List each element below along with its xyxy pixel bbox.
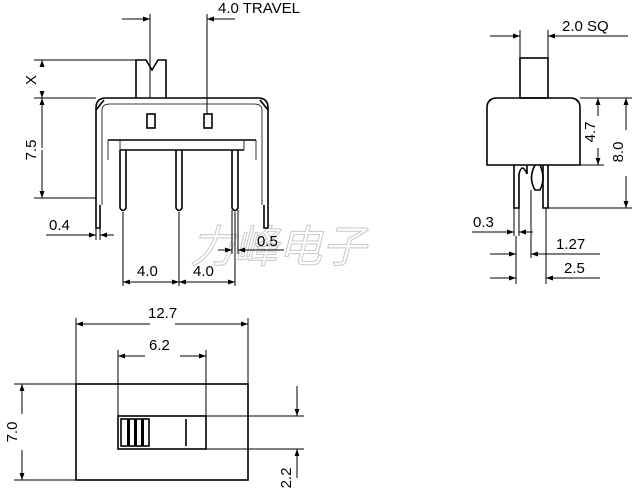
slot-extension-lines <box>117 350 207 416</box>
front-frame-tabs <box>95 99 269 111</box>
pitch-left-label: 4.0 <box>137 263 158 280</box>
pitch-right-label: 4.0 <box>193 263 214 280</box>
side-frame-tabs <box>486 97 581 105</box>
side-view: 2.0 SQ 4.7 8.0 0.3 1.27 2.5 <box>472 18 632 284</box>
width-label: 7.0 <box>4 422 21 443</box>
body-height-label: 7.5 <box>23 140 40 161</box>
upper-label: 4.7 <box>582 122 599 143</box>
front-slot-right <box>203 113 213 129</box>
side-height-extensions <box>548 97 632 209</box>
front-base-sides <box>107 140 257 160</box>
offset-extension-lines <box>515 190 532 284</box>
top-actuator-ridge-3 <box>141 419 144 446</box>
side-body <box>486 97 581 166</box>
square-extension-lines <box>519 30 549 58</box>
top-view: 12.7 6.2 7.0 2.2 <box>4 305 304 488</box>
front-actuator <box>135 59 167 98</box>
square-label: 2.0 SQ <box>562 18 609 35</box>
span-label: 2.5 <box>564 260 585 277</box>
top-slot <box>117 415 207 450</box>
front-body-outline <box>95 97 269 205</box>
side-pin-extension <box>513 208 520 236</box>
side-pin-right <box>542 165 549 209</box>
pin-width-extension <box>231 210 239 254</box>
offset-label: 1.27 <box>556 236 585 253</box>
side-pin-label: 0.3 <box>473 214 494 231</box>
top-body <box>75 383 249 481</box>
front-view: 4.0 TRAVEL X 7.5 0.4 0.5 4.0 4.0 <box>23 0 300 286</box>
front-mount-legs <box>95 205 269 229</box>
travel-label: 4.0 TRAVEL <box>218 0 300 17</box>
side-pin-left <box>513 165 528 209</box>
pin-width-label: 0.5 <box>257 233 278 250</box>
slot-label: 6.2 <box>149 337 170 354</box>
side-pin-contact <box>530 164 544 191</box>
width-extension-lines <box>14 383 76 481</box>
front-slot-left <box>146 113 156 129</box>
length-label: 12.7 <box>148 305 177 322</box>
front-pin-right <box>231 150 239 212</box>
front-pin-middle <box>175 150 183 212</box>
pitch-extension-lines <box>122 212 236 286</box>
x-label: X <box>23 75 40 85</box>
top-actuator-ridge-1 <box>127 419 130 446</box>
watermark-text: 力峰电子 <box>190 222 369 273</box>
overall-label: 8.0 <box>610 142 627 163</box>
side-actuator <box>519 57 549 99</box>
front-frame-inner <box>101 103 263 205</box>
length-extension-lines <box>75 318 249 384</box>
pin-thickness-extension <box>95 228 101 240</box>
top-actuator-ridge-2 <box>134 419 137 446</box>
pin-thickness-label: 0.4 <box>49 217 70 234</box>
front-pin-left <box>119 150 127 212</box>
x-extension-lines <box>34 59 136 99</box>
offset-top-label: 2.2 <box>278 468 295 489</box>
offset-top-extension-lines <box>206 415 304 450</box>
travel-extension-lines <box>149 14 208 114</box>
